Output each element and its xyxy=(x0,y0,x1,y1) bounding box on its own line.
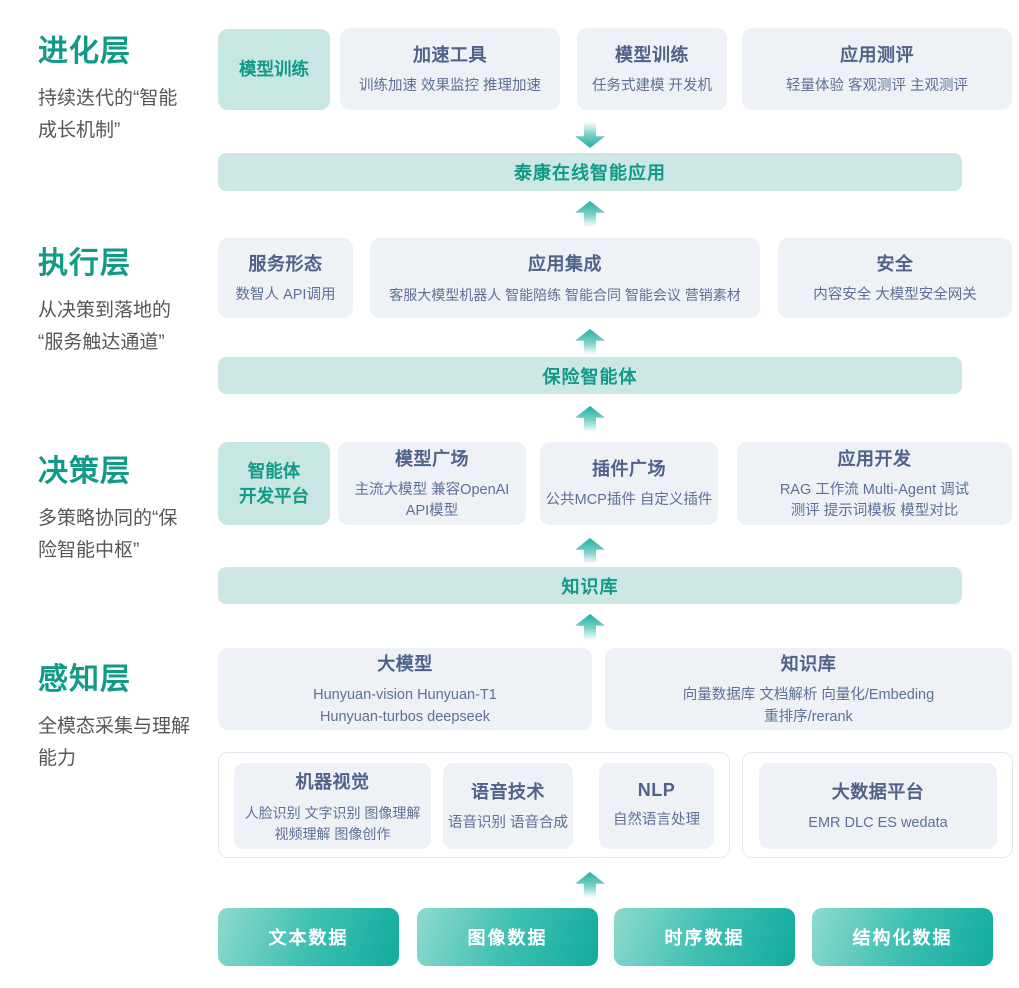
button-timeseries-data: 时序数据 xyxy=(614,908,795,966)
box-plugin-plaza: 插件广场 公共MCP插件 自定义插件 xyxy=(540,442,718,525)
box-sub: 公共MCP插件 自定义插件 xyxy=(545,492,713,509)
layer-title-evolution: 进化层 xyxy=(38,35,131,68)
box-model-training: 模型训练 任务式建模 开发机 xyxy=(577,28,727,110)
button-text-data: 文本数据 xyxy=(218,908,399,966)
box-title: 模型广场 xyxy=(395,448,469,469)
box-title: 大模型 xyxy=(377,654,433,675)
box-big-data-platform: 大数据平台 EMR DLC ES wedata xyxy=(759,763,997,849)
box-agent-dev-platform-highlight: 智能体 开发平台 xyxy=(218,442,330,525)
box-title: 插件广场 xyxy=(592,459,666,480)
container-big-data: 大数据平台 EMR DLC ES wedata xyxy=(742,752,1013,858)
layer-subtitle-execution: 从决策到落地的 “服务触达通道” xyxy=(38,300,172,353)
box-app-evaluation: 应用测评 轻量体验 客观测评 主观测评 xyxy=(742,28,1012,110)
box-title: 应用集成 xyxy=(528,254,602,275)
box-title: 大数据平台 xyxy=(831,781,925,802)
box-nlp: NLP 自然语言处理 xyxy=(599,763,714,849)
layer-title-perception: 感知层 xyxy=(38,663,131,696)
layer-label-evolution: 进化层 持续迭代的“智能 成长机制” xyxy=(38,26,224,147)
box-sub: 任务式建模 开发机 xyxy=(591,77,713,94)
layer-label-perception: 感知层 全模态采集与理解 能力 xyxy=(38,654,224,775)
box-model-plaza: 模型广场 主流大模型 兼容OpenAI API模型 xyxy=(338,442,526,525)
button-structured-data: 结构化数据 xyxy=(812,908,993,966)
button-image-data: 图像数据 xyxy=(417,908,598,966)
arrow-up-icon xyxy=(575,406,605,432)
box-security: 安全 内容安全 大模型安全网关 xyxy=(778,238,1012,318)
box-title: 模型训练 xyxy=(615,44,689,65)
box-large-models: 大模型 Hunyuan-vision Hunyuan-T1 Hunyuan-tu… xyxy=(218,648,592,730)
box-sub: 内容安全 大模型安全网关 xyxy=(813,286,977,303)
box-title: 应用开发 xyxy=(837,448,912,469)
layer-label-decision: 决策层 多策略协同的“保 险智能中枢” xyxy=(38,446,224,567)
box-title: 机器视觉 xyxy=(295,772,370,793)
box-sub: 客服大模型机器人 智能陪练 智能合同 智能会议 营销素材 xyxy=(389,287,741,304)
arrow-up-icon xyxy=(575,872,605,898)
arrow-up-icon xyxy=(575,329,605,355)
box-sub: 向量数据库 文档解析 向量化/Embeding 重排序/rerank xyxy=(682,687,935,725)
box-title: 安全 xyxy=(876,253,914,274)
layer-subtitle-evolution: 持续迭代的“智能 成长机制” xyxy=(38,88,178,141)
box-service-forms: 服务形态 数智人 API调用 xyxy=(218,238,353,318)
box-app-development: 应用开发 RAG 工作流 Multi-Agent 调试 测评 提示词模板 模型对… xyxy=(737,442,1012,525)
box-acceleration-tools: 加速工具 训练加速 效果监控 推理加速 xyxy=(340,28,560,110)
banner-taikang-intelligent-apps: 泰康在线智能应用 xyxy=(218,153,962,191)
banner-insurance-agent: 保险智能体 xyxy=(218,357,962,394)
box-model-training-highlight: 模型训练 xyxy=(218,29,330,110)
banner-knowledge-base: 知识库 xyxy=(218,567,962,604)
container-ai-capabilities: 机器视觉 人脸识别 文字识别 图像理解 视频理解 图像创作 语音技术 语音识别 … xyxy=(218,752,730,858)
box-sub: 主流大模型 兼容OpenAI API模型 xyxy=(354,481,510,519)
arrow-up-icon xyxy=(575,614,605,640)
box-title: 应用测评 xyxy=(840,44,914,65)
box-title: 服务形态 xyxy=(248,253,323,274)
layer-title-execution: 执行层 xyxy=(38,247,131,280)
layer-title-decision: 决策层 xyxy=(38,455,131,488)
box-sub: 语音识别 语音合成 xyxy=(447,814,569,831)
box-app-integration: 应用集成 客服大模型机器人 智能陪练 智能合同 智能会议 营销素材 xyxy=(370,238,760,318)
box-knowledge-base: 知识库 向量数据库 文档解析 向量化/Embeding 重排序/rerank xyxy=(605,648,1012,730)
layer-subtitle-perception: 全模态采集与理解 能力 xyxy=(38,716,191,769)
box-title: 知识库 xyxy=(780,654,837,675)
box-sub: 自然语言处理 xyxy=(613,812,700,829)
box-title: NLP xyxy=(637,780,676,801)
box-speech-tech: 语音技术 语音识别 语音合成 xyxy=(443,763,573,849)
layer-label-execution: 执行层 从决策到落地的 “服务触达通道” xyxy=(38,238,224,359)
arrow-down-icon xyxy=(575,122,605,148)
box-title: 加速工具 xyxy=(413,44,487,65)
box-sub: 轻量体验 客观测评 主观测评 xyxy=(785,77,969,94)
box-sub: EMR DLC ES wedata xyxy=(808,814,948,831)
box-sub: Hunyuan-vision Hunyuan-T1 Hunyuan-turbos… xyxy=(313,687,497,725)
box-sub: 人脸识别 文字识别 图像理解 视频理解 图像创作 xyxy=(244,805,421,842)
box-sub: 数智人 API调用 xyxy=(235,286,336,303)
arrow-up-icon xyxy=(575,538,605,564)
arrow-up-icon xyxy=(575,201,605,227)
box-sub: 训练加速 效果监控 推理加速 xyxy=(358,77,542,94)
box-title: 语音技术 xyxy=(471,781,545,802)
box-machine-vision: 机器视觉 人脸识别 文字识别 图像理解 视频理解 图像创作 xyxy=(234,763,431,849)
box-sub: RAG 工作流 Multi-Agent 调试 测评 提示词模板 模型对比 xyxy=(779,481,970,519)
layer-subtitle-decision: 多策略协同的“保 险智能中枢” xyxy=(38,508,178,561)
